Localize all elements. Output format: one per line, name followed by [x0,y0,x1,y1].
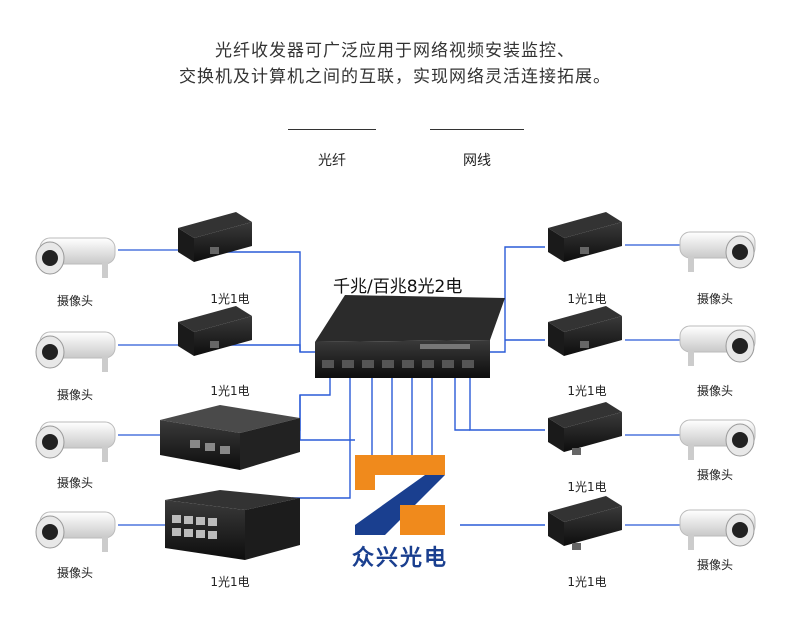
left-camera-2-label: 摄像头 [56,388,93,402]
right-camera-1-label: 摄像头 [696,292,733,306]
camera-links [118,244,680,526]
switch-label: 千兆/百兆8光2电 [333,277,463,297]
right-camera-4-label: 摄像头 [696,558,733,572]
logo-mark [355,455,445,535]
right-converter-3 [548,402,622,455]
right-camera-1 [679,231,756,272]
left-switch-8port [165,490,300,560]
left-camera-4 [35,511,116,552]
right-converter-2-label: 1光1电 [567,384,607,398]
fiber-legend-line [288,129,376,130]
right-converter-1 [548,212,622,262]
left-camera-4-label: 摄像头 [56,566,93,580]
right-converter-4 [548,496,622,550]
fiber-legend-label: 光纤 [318,153,346,169]
left-camera-3 [35,421,116,462]
right-camera-4 [679,509,756,550]
right-camera-2 [679,325,756,366]
right-camera-3-label: 摄像头 [696,468,733,482]
left-converter-2 [178,306,252,356]
left-converter-1-label: 1光1电 [210,292,250,306]
cable-legend-line [430,129,524,130]
left-camera-1 [35,237,116,278]
left-converter-4-label: 1光1电 [210,575,250,589]
right-camera-2-label: 摄像头 [696,384,733,398]
left-converter-2-label: 1光1电 [210,384,250,398]
logo-text: 众兴光电 [351,546,448,571]
left-camera-1-label: 摄像头 [56,294,93,308]
right-converter-1-label: 1光1电 [567,292,607,306]
left-converter-1 [178,212,252,262]
right-converter-2 [548,306,622,356]
cable-lines [225,246,545,526]
left-switch-4port [160,405,300,470]
central-switch [315,295,505,378]
right-camera-3 [679,419,756,460]
right-converter-4-label: 1光1电 [567,575,607,589]
intro-line-1: 光纤收发器可广泛应用于网络视频安装监控、 [215,41,575,61]
intro-line-2: 交换机及计算机之间的互联，实现网络灵活连接拓展。 [179,67,611,87]
right-converter-3-label: 1光1电 [567,480,607,494]
left-camera-3-label: 摄像头 [56,476,93,490]
cable-legend-label: 网线 [463,153,491,169]
left-camera-2 [35,331,116,372]
